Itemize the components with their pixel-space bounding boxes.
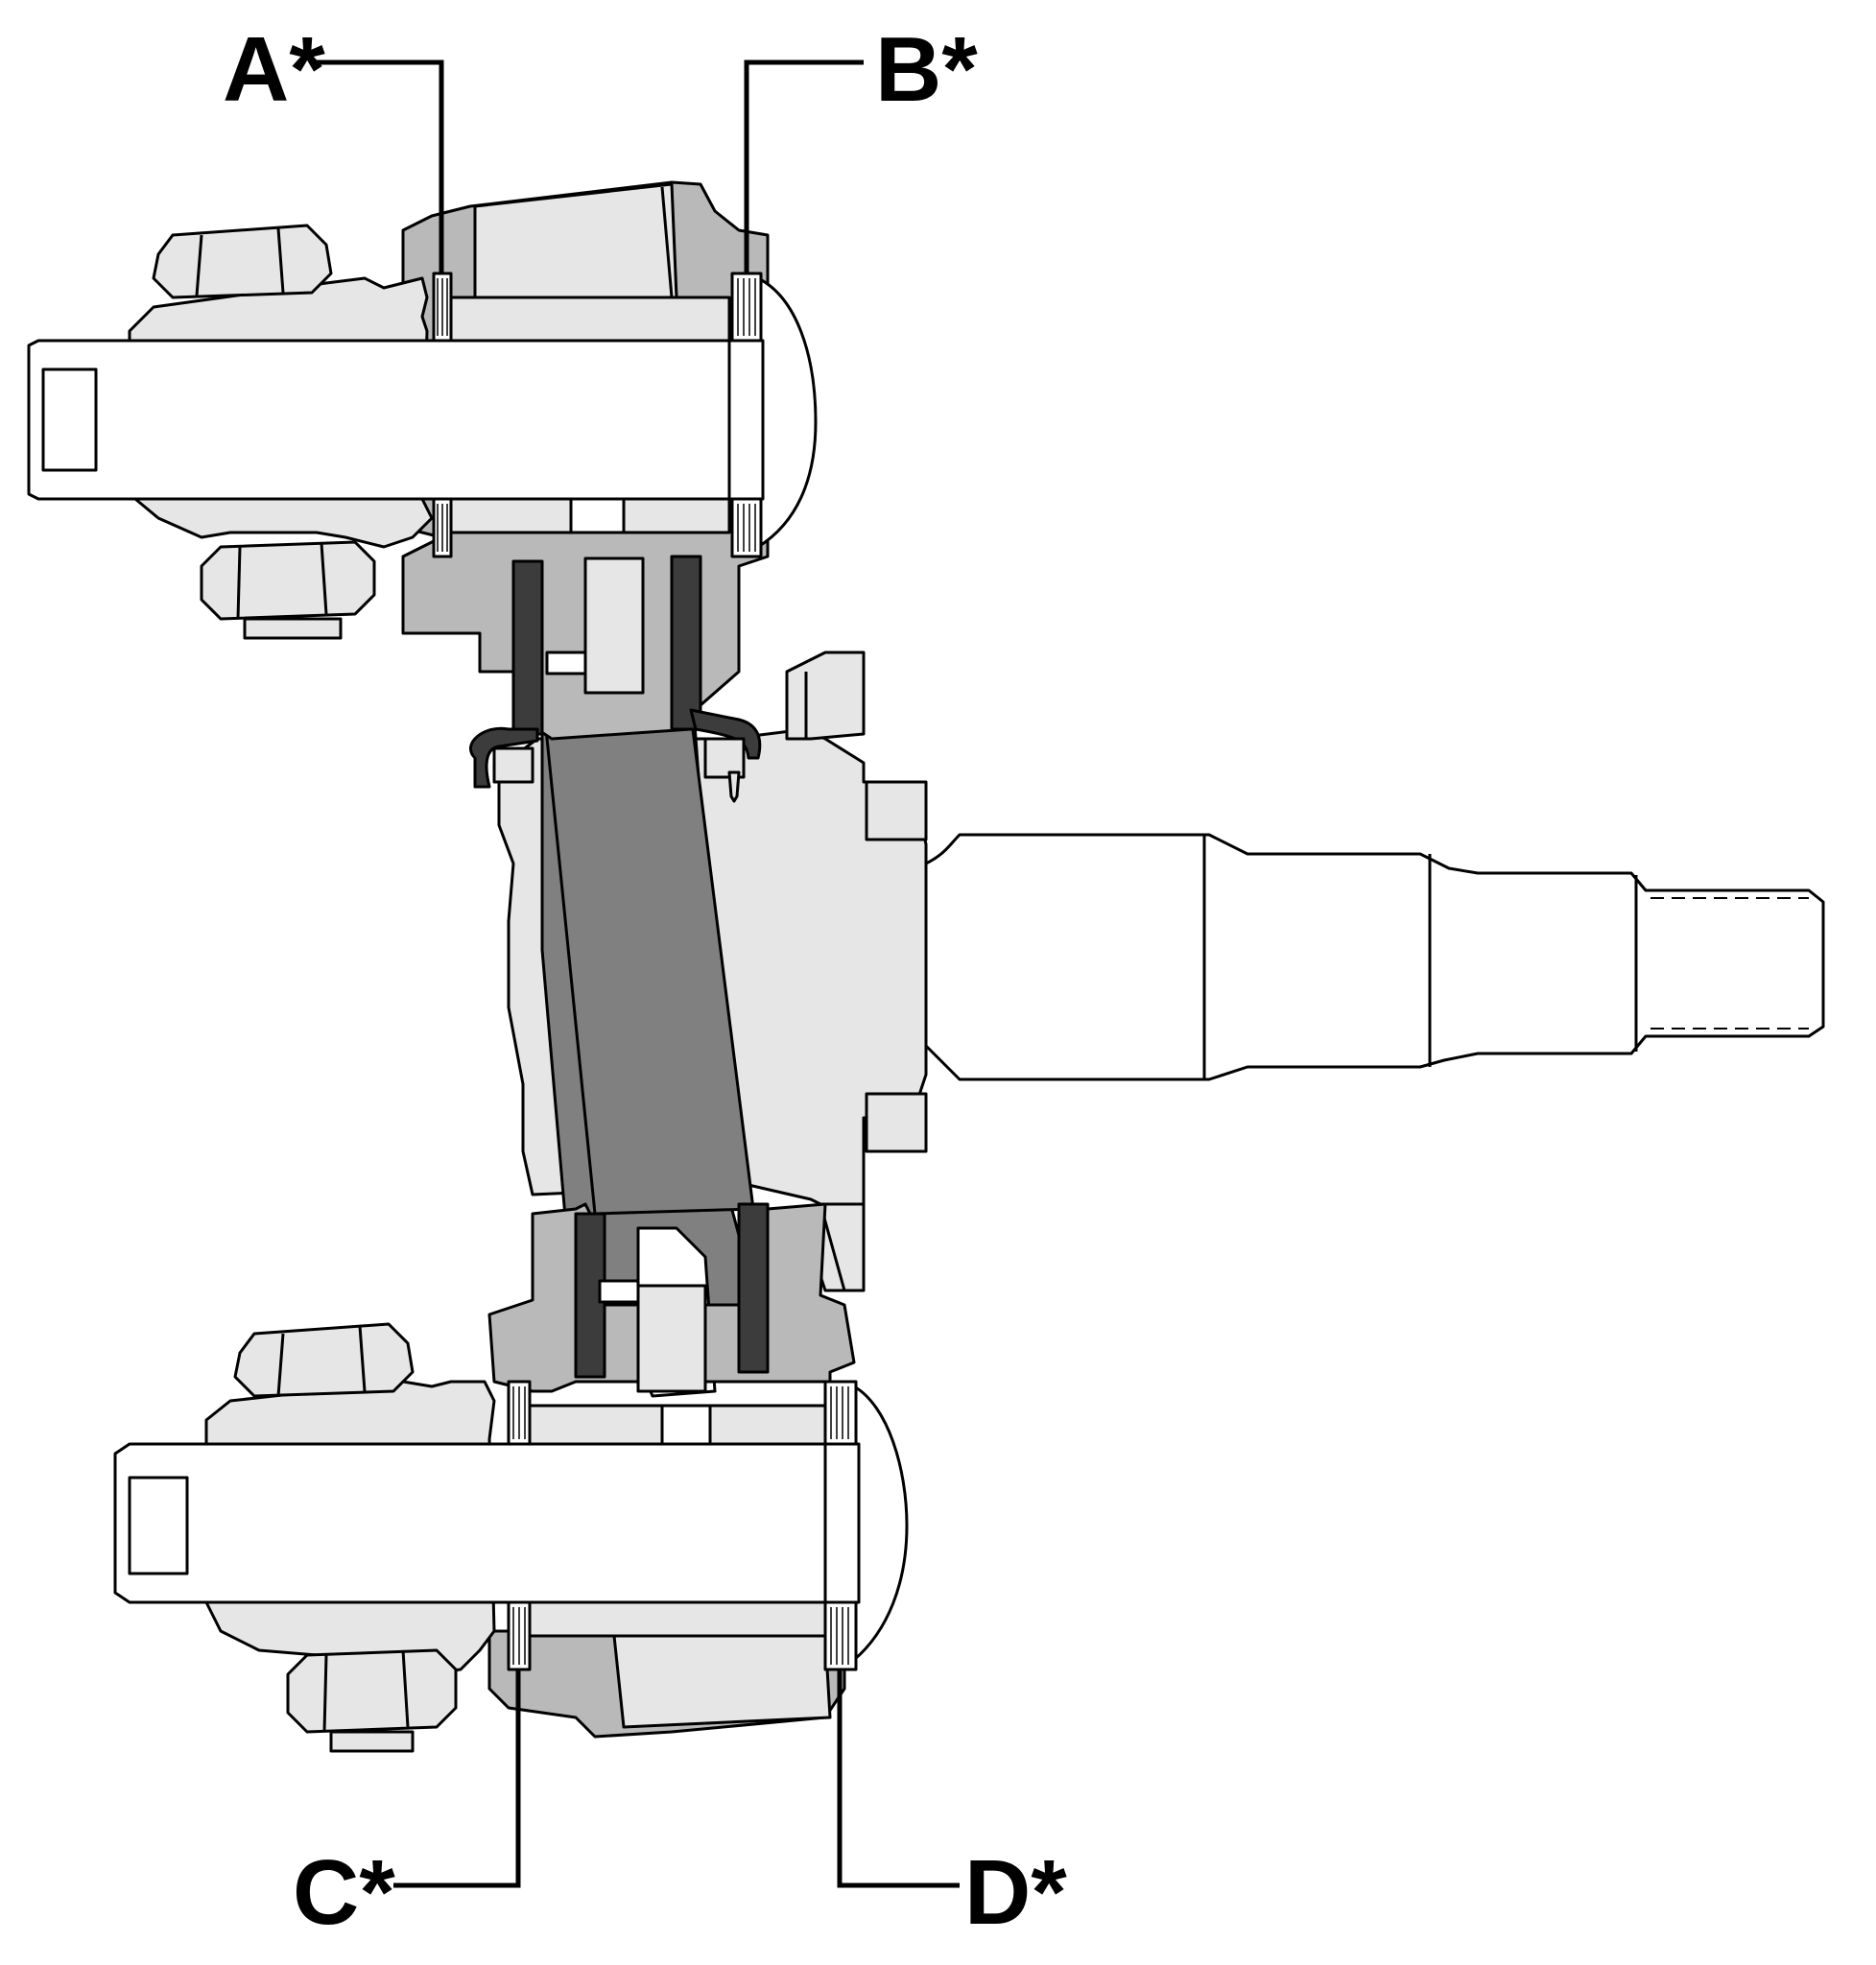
washer-a-bottom <box>432 497 453 558</box>
washer-a-top <box>432 272 453 343</box>
upper-hex-nut-top <box>152 224 333 299</box>
washer-c-bottom <box>507 1600 532 1671</box>
lower-yoke <box>487 1202 856 1739</box>
callout-leaders <box>312 59 960 1888</box>
washer-b-bottom <box>730 497 763 558</box>
washer-b-top <box>730 272 763 343</box>
callout-label-b: B* <box>875 18 978 121</box>
upper-bolt <box>27 276 818 549</box>
leader-line-c <box>393 1669 521 1888</box>
lower-bearing <box>507 1380 858 1671</box>
upper-bearing <box>432 272 763 558</box>
lower-hex-nut-bottom <box>286 1648 458 1753</box>
washer-d-top <box>823 1380 858 1446</box>
lower-hex-nut-top <box>233 1322 415 1398</box>
leader-line-b <box>744 59 864 273</box>
washer-d-bottom <box>823 1600 858 1671</box>
leader-line-a <box>312 59 444 273</box>
callout-labels: A* B* C* D* <box>223 18 1067 1944</box>
callout-label-d: D* <box>964 1841 1067 1944</box>
leader-line-d <box>837 1669 960 1888</box>
upper-hex-nut-bottom <box>200 540 376 640</box>
callout-label-a: A* <box>223 18 325 121</box>
spindle-shaft <box>924 833 1825 1081</box>
washer-c-top <box>507 1380 532 1446</box>
lower-bolt <box>113 1385 909 1662</box>
callout-label-c: C* <box>293 1841 395 1944</box>
